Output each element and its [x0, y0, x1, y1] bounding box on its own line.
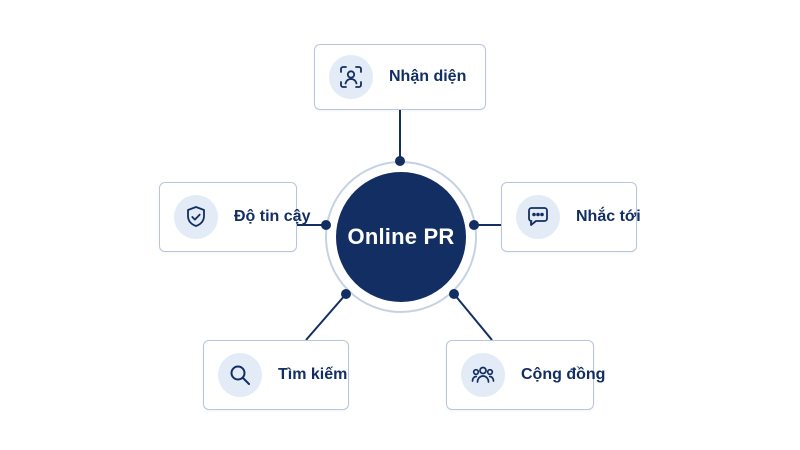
chat-bubble-icon [516, 195, 560, 239]
node-label: Nhận diện [389, 68, 467, 85]
community-icon [461, 353, 505, 397]
node-nhac-toi: Nhắc tới [501, 182, 641, 252]
node-nhan-dien: Nhận diện [314, 44, 486, 110]
node-label: Tìm kiếm [278, 366, 348, 383]
node-cong-dong: Cộng đồng [446, 340, 605, 410]
search-icon [218, 353, 262, 397]
connector-dot-top [395, 156, 405, 166]
node-tim-kiem: Tìm kiếm [203, 340, 349, 410]
hub-label: Online PR [347, 224, 455, 249]
connector-dot-bottom-right [449, 289, 459, 299]
connector-dot-left [321, 220, 331, 230]
node-label: Độ tin cậy [234, 208, 311, 225]
hub-circle: Online PR [336, 172, 466, 302]
shield-check-icon [174, 195, 218, 239]
connector-dot-bottom-left [341, 289, 351, 299]
connector-dot-right [469, 220, 479, 230]
node-do-tin-cay: Độ tin cậy [159, 182, 310, 252]
connector-bottom-left [305, 293, 347, 341]
connector-bottom-right [453, 293, 493, 341]
node-label: Nhắc tới [576, 208, 641, 225]
face-scan-icon [329, 55, 373, 99]
node-label: Cộng đồng [521, 366, 606, 383]
